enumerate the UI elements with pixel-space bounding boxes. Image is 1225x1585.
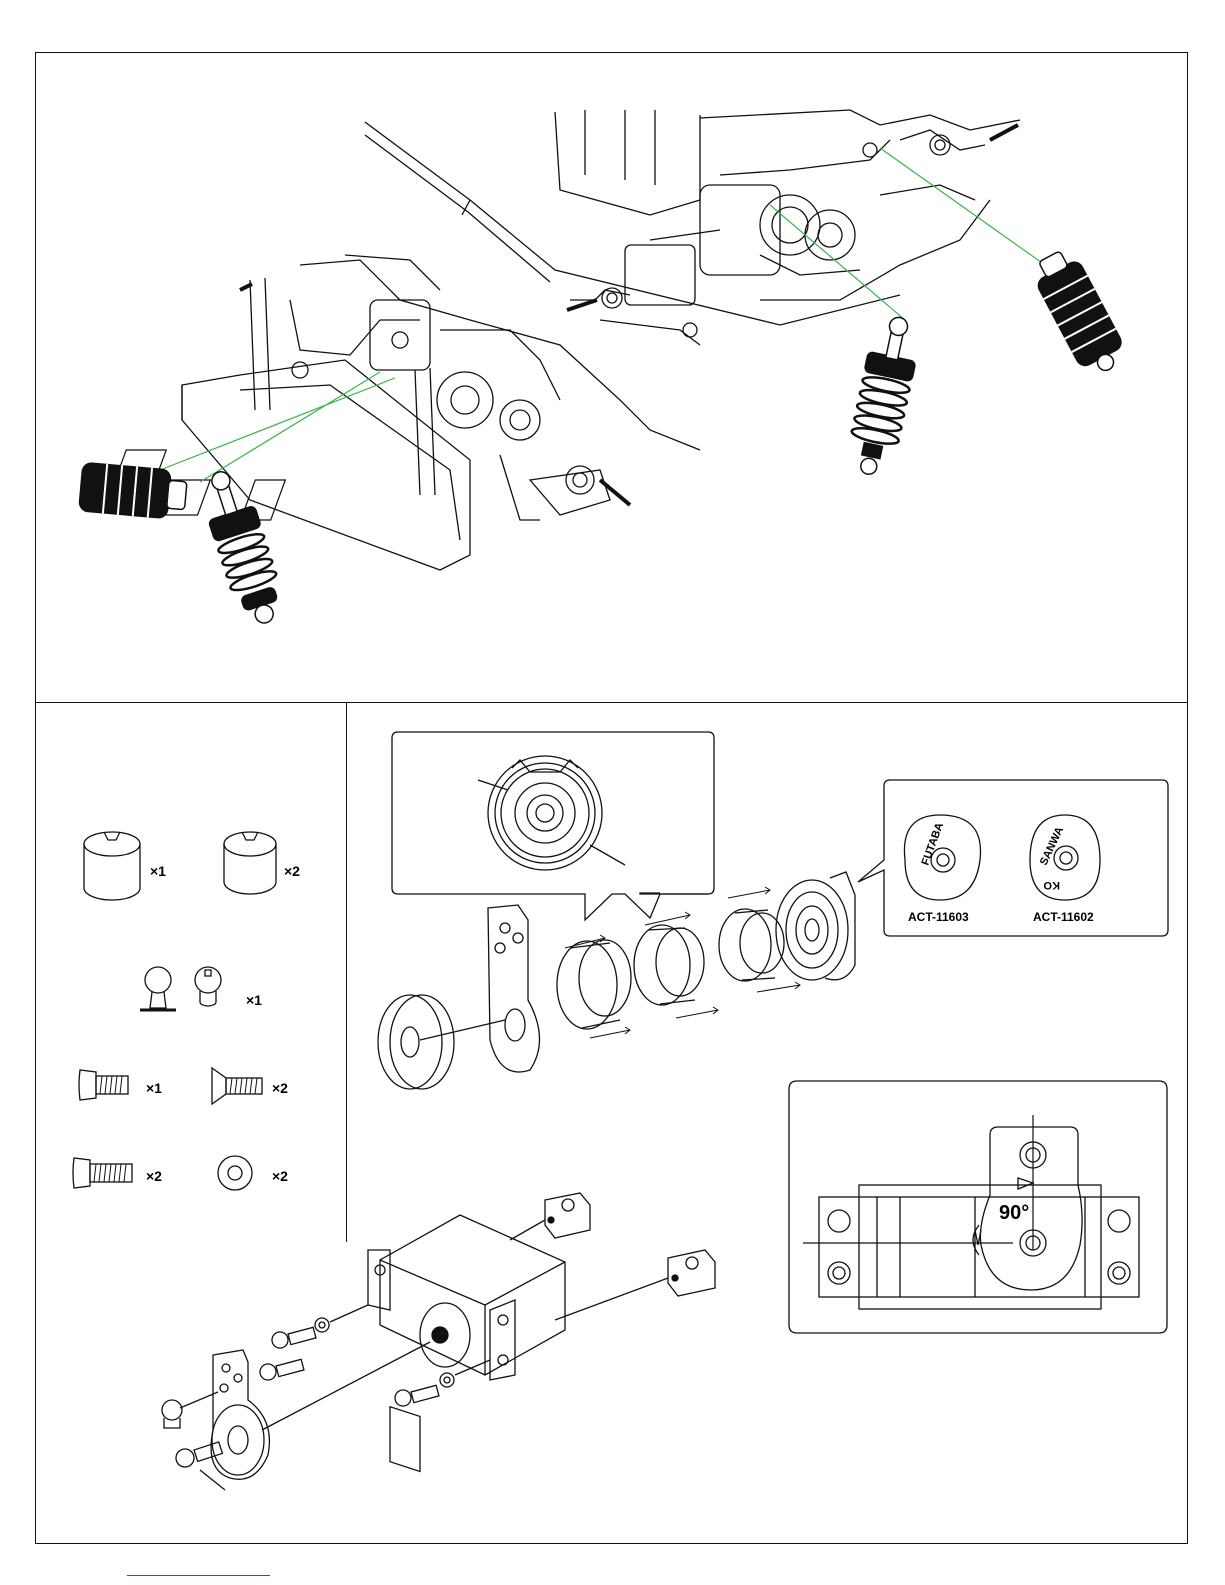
front-chassis-drawing bbox=[112, 255, 700, 570]
washer-large bbox=[378, 995, 454, 1089]
servo-screw-3 bbox=[395, 1373, 454, 1406]
footer-link-underline bbox=[127, 1575, 270, 1576]
bushing-1 bbox=[557, 940, 631, 1029]
neutral-angle-label: 90° bbox=[999, 1202, 1029, 1224]
parts-qty-6: ×2 bbox=[272, 1168, 288, 1184]
rear-chassis-drawing bbox=[365, 110, 1020, 345]
futaba-part-number: ACT-11603 bbox=[908, 910, 969, 924]
ball-end-mounted bbox=[162, 1400, 182, 1428]
servo-screw-1 bbox=[272, 1318, 329, 1348]
button-screw-long-icon bbox=[73, 1158, 132, 1188]
futaba-brand-label: FUTABA bbox=[920, 821, 946, 867]
bushing-2 bbox=[634, 925, 704, 1005]
ko-brand-label: KO bbox=[1043, 879, 1060, 891]
bushing-3 bbox=[719, 909, 784, 981]
front-left-shock bbox=[78, 462, 188, 521]
rear-right-shock bbox=[1027, 245, 1131, 381]
sanwa-part-number: ACT-11602 bbox=[1033, 910, 1094, 924]
detail-box bbox=[789, 1081, 1167, 1333]
bushing-detail-callout bbox=[392, 732, 714, 920]
horn-selection-callout bbox=[858, 780, 1168, 936]
servo-outline bbox=[819, 1197, 1139, 1297]
front-right-shock bbox=[194, 465, 290, 631]
shock-installation-illustration bbox=[0, 0, 1225, 700]
servo-horn-adapter bbox=[776, 872, 855, 980]
servo-mount-2 bbox=[668, 1250, 715, 1296]
servo-neutral-angle-detail: 90° bbox=[785, 1075, 1175, 1345]
servo-mount-1 bbox=[545, 1193, 590, 1238]
servo-saver-screw bbox=[176, 1442, 222, 1467]
servo-mounting-exploded-view bbox=[150, 1185, 750, 1505]
servo-saver-exploded-view: FUTABA SANWA KO ACT-11603 ACT-11602 bbox=[0, 700, 1225, 1120]
rear-left-shock bbox=[843, 312, 925, 479]
servo-saver-arm bbox=[488, 905, 540, 1072]
parts-qty-5: ×2 bbox=[146, 1168, 162, 1184]
servo-body bbox=[368, 1215, 565, 1471]
servo-screw-2 bbox=[260, 1359, 304, 1380]
